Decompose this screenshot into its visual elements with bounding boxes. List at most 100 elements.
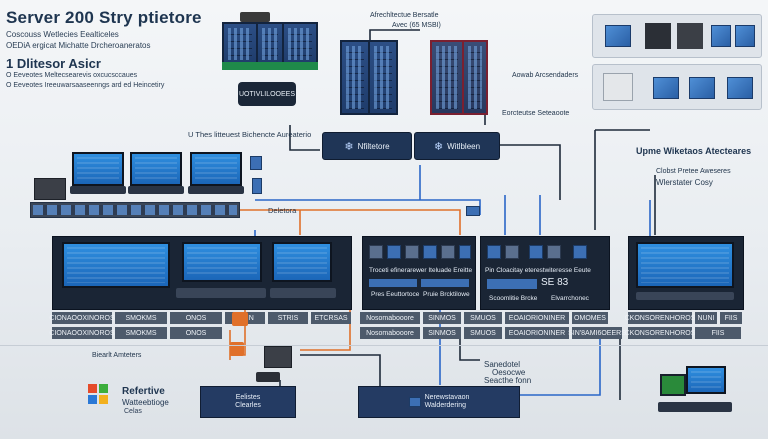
panel-chip [441,245,455,259]
row-label: CKONSORENHOROS [625,312,695,324]
panel-chip [547,245,561,259]
right-bottom-label-2: Oesocwe [492,368,526,377]
tall-rack-3 [430,40,464,115]
row-label: SINMOS [423,312,461,324]
bottom-node-a-top: Eelistes [235,393,261,401]
row-label: STRIS [268,312,308,324]
connector-chip [250,156,262,170]
panel-a-row1: Pres Eeuttortoce [371,291,420,298]
monitor-1 [72,152,124,186]
label-row-mid: Nosomabooore SINMOS SMUOS EOAIORIONINER … [360,312,608,324]
server-rack-2 [256,22,284,66]
panel-chip [369,245,383,259]
panel-chip [459,245,471,259]
orange-connector [232,312,248,326]
bottom-node-b: Nerewstavaon Walderdering [358,386,520,418]
panel-chip [405,245,419,259]
bottom-node-b-label: Nerewstavaon [424,393,470,401]
right-section-sub1: Clobst Pretee Aweseres [656,168,731,175]
row-label: EOAIORIONINER [505,327,569,339]
label-row-right-2: CKONSORENHOROS FIIS [625,327,741,339]
row-label: FIIS [720,312,742,324]
cloud-panel-b: Pin Cloacitay eterestwiteresse Eeute SE … [480,236,610,310]
row-label: NUNI [695,312,717,324]
panel-a-bar [369,279,417,287]
row-label: SMOKMS [115,327,167,339]
bottom-node-b-label-2: Walderdering [424,402,466,409]
connector-chip-2 [252,178,262,194]
desk-keyboard [176,288,266,298]
pc-monitor [686,366,726,394]
bottom-node-a-label: Clearles [235,402,261,409]
dual-monitor-b [272,242,332,282]
panel-chip [529,245,543,259]
ports-label: Biearlt Amteters [92,352,142,359]
pc-keyboard [658,402,732,412]
panel-b-row1: Scoomlitie Brcke [489,295,538,302]
row-label: CKONSORENHOROS [625,327,695,339]
row-label: SMOKMS [115,312,167,324]
center-top-label: Afrechltectue Bersatle [370,12,439,19]
row-label: SMUOS [464,327,502,339]
row-label: Nosomabooore [360,327,420,339]
row-label: ONOS [170,312,222,324]
row-label: ETCRSAS [311,312,351,324]
keyboard-2 [128,186,184,194]
right-mid-label: Aowab Arcsendaders [512,72,579,79]
brand-name: Refertive [122,386,165,397]
asset-cube-icon-3 [727,77,753,99]
server-rack-3 [282,22,318,66]
gateway-device: UOTIVLILOOEES [238,82,296,106]
printer-device [34,178,66,200]
row-label: CIONAOOXINOROS [49,327,115,339]
label-row-mid-2: Nosomabooore SINMOS SMUOS EOAIORIONINER … [360,327,626,339]
subtitle-line-1: Coscouss Wetlecies Eealticeles [6,30,119,39]
brand-sub2: Celas [124,408,142,415]
panel-b-row2: Elvarrchonec [551,295,589,302]
tall-rack-1 [340,40,370,115]
right-section-title: Upme Wiketaos Atecteares [636,146,752,156]
storage-cube-icon-3 [735,25,755,47]
row-label: ONOS [170,327,222,339]
node-filter: ❄ Nfiltetore [322,132,412,160]
keyboard-3 [188,186,244,194]
panel-b-bar [487,279,537,289]
storage-cube-icon-2 [711,25,731,47]
node-witlbleen: ❄ Witlbleen [414,132,500,160]
label-row-left: CIONAOOXINOROS SMOKMS ONOS MSIN STRIS ET… [49,312,351,324]
right-section-sub2: Wlerstater Cosy [656,178,713,187]
panel-a-row2: Pruie Brcktilowe [423,291,470,298]
cloud-panel-a: Troceti efinerarewer Iteluade Ereitte Pr… [362,236,476,310]
right-monitor [636,242,734,288]
server-unit-icon [645,23,671,49]
right-bottom-label-3: Seacthe fonn [484,376,532,385]
panel-b-head: Pin Cloacitay eterestwiteresse Eeute [485,267,591,274]
monitor-2 [130,152,182,186]
center-top-label-2: Avec (65 MSBI) [392,22,441,29]
network-assets-card [592,64,762,110]
node-witlbleen-label: Witlbleen [447,141,481,151]
panel-a-bar-2 [421,279,469,287]
panel-chip [487,245,501,259]
row-label: CIONAOOXINOROS [49,312,115,324]
cloud-storage-card [592,14,762,58]
dual-monitor-a [182,242,262,282]
monitor-3 [190,152,242,186]
node-filter-label: Nfiltetore [357,141,390,151]
row-label: SIN'8AMI6OEERS [568,327,626,339]
tall-rack-2 [368,40,398,115]
row-label: SINMOS [423,327,461,339]
right-bottom-label-1: Sanedotel [484,360,521,369]
row-label: Nosomabooore [360,312,420,324]
panel-a-head: Troceti efinerarewer Iteluade Ereitte [369,267,473,274]
panel-chip [423,245,437,259]
rack-base [222,62,318,70]
section-line-1: O Eeveotes Meltecsearevis oxcucsccaues [6,72,138,79]
brand-sub: Watteebtioge [122,398,169,407]
subtitle-line-2: OEDiA ergicat Michatte Drcheroaneratos [6,41,151,50]
storage-cube-icon [605,25,631,47]
switch-strip [30,202,240,218]
chart-thumbnail-icon [603,73,633,101]
right-mid-label-2: Eorcteutse Seteaoote [502,110,570,117]
